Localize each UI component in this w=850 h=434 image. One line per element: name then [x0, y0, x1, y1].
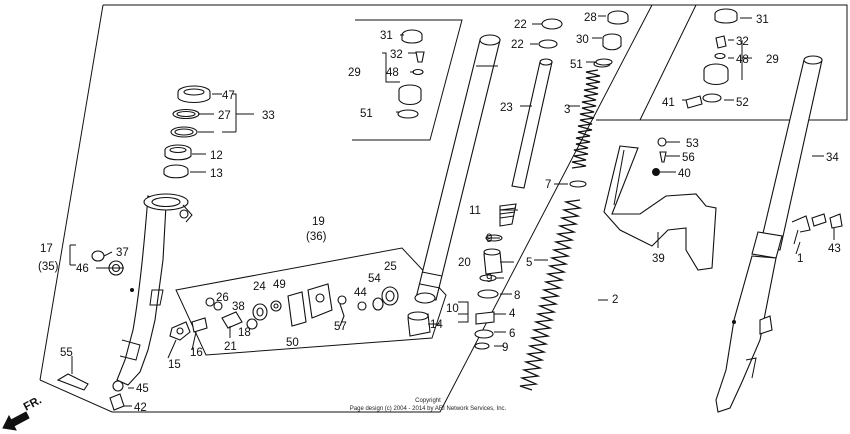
callout-18: 18 — [238, 327, 251, 339]
right-fork-tube — [715, 55, 823, 413]
callout-22-b: 22 — [511, 39, 524, 51]
callout-48-a: 48 — [386, 67, 399, 79]
right-top-panel-border — [596, 4, 848, 121]
callout-11: 11 — [469, 205, 481, 217]
callout-50: 50 — [286, 337, 299, 349]
callout-53: 53 — [686, 138, 699, 150]
callout-49: 49 — [273, 279, 286, 291]
right-top-panel-divider — [639, 4, 697, 121]
left-fork-slider — [116, 193, 193, 386]
callout-38: 38 — [232, 301, 245, 313]
left-seal-stack — [163, 85, 211, 179]
main-panel-border — [39, 4, 653, 413]
callout-22-a: 22 — [514, 19, 527, 31]
panel-outlines — [39, 4, 848, 413]
callout-20: 20 — [458, 257, 471, 269]
callout-52: 52 — [736, 97, 749, 109]
callout-1: 1 — [797, 253, 803, 265]
callout-30: 30 — [576, 34, 589, 46]
callout-24: 24 — [253, 281, 266, 293]
callout-14: 14 — [430, 319, 443, 331]
callout-41: 41 — [662, 97, 675, 109]
right-cap-parts — [595, 10, 629, 66]
callout-55: 55 — [60, 347, 73, 359]
callout-12: 12 — [210, 150, 223, 162]
callout-17: 17 — [40, 243, 53, 255]
callout-37: 37 — [116, 247, 129, 259]
callout-51-b: 51 — [570, 59, 583, 71]
callout-54: 54 — [368, 273, 381, 285]
callout-31-b: 31 — [756, 14, 769, 26]
callout-2: 2 — [612, 294, 618, 306]
callout-9-b: 9 — [486, 273, 492, 285]
valve-inset-border — [175, 247, 447, 356]
callout-9-c: 9 — [502, 342, 508, 354]
callout-3: 3 — [564, 104, 570, 116]
callout-44: 44 — [354, 287, 367, 299]
front-direction-label: FR. — [22, 394, 44, 413]
callout-19: 19 — [312, 216, 325, 228]
fork-cover — [603, 137, 717, 271]
callout-45: 45 — [136, 383, 149, 395]
callout-4: 4 — [509, 308, 516, 320]
callout-29-a: 29 — [348, 67, 361, 79]
callout-51-a: 51 — [360, 108, 373, 120]
callout-28: 28 — [584, 12, 597, 24]
copyright-line-1: Copyright — [415, 398, 441, 404]
callout-48-b: 48 — [736, 54, 749, 66]
callout-56: 56 — [682, 152, 695, 164]
callout-39: 39 — [652, 253, 665, 265]
callout-32-b: 32 — [736, 36, 749, 48]
valve-inset-parts — [205, 283, 399, 330]
callout-36: (36) — [306, 231, 327, 243]
leader-lines — [69, 15, 835, 407]
callout-10: 10 — [446, 303, 459, 315]
callout-35: (35) — [38, 261, 59, 273]
callout-5: 5 — [526, 257, 532, 269]
callout-26: 26 — [216, 292, 229, 304]
callout-27: 27 — [218, 110, 231, 122]
callout-7: 7 — [545, 179, 551, 191]
right-small-parts — [791, 213, 843, 245]
callout-57: 57 — [334, 321, 347, 333]
callout-32-a: 32 — [390, 49, 403, 61]
copyright-notice: Copyright Page design (c) 2004 - 2014 by… — [350, 398, 507, 412]
main-panel-left-edge — [39, 4, 104, 381]
callout-numbers: 1 2 3 4 5 6 7 8 9 9 9 10 11 12 13 14 15 … — [38, 12, 841, 414]
right-top-inset-parts — [685, 8, 738, 109]
callout-47: 47 — [222, 90, 235, 102]
callout-34: 34 — [826, 152, 839, 164]
left-small-parts — [56, 250, 208, 411]
callout-9-a: 9 — [486, 233, 492, 245]
callout-23: 23 — [500, 102, 513, 114]
callout-43: 43 — [828, 243, 841, 255]
callout-40: 40 — [678, 168, 691, 180]
callout-13: 13 — [210, 168, 223, 180]
callout-21: 21 — [224, 341, 237, 353]
callout-31-a: 31 — [380, 30, 393, 42]
callout-6: 6 — [509, 328, 515, 340]
callout-8: 8 — [514, 290, 520, 302]
center-top-inset-border — [352, 19, 463, 141]
center-top-cap-parts — [397, 29, 425, 119]
callout-29-b: 29 — [766, 54, 779, 66]
callout-33: 33 — [262, 110, 275, 122]
callout-42: 42 — [134, 402, 147, 414]
callout-15: 15 — [168, 359, 181, 371]
callout-46: 46 — [76, 263, 89, 275]
copyright-line-2: Page design (c) 2004 - 2014 by ARI Netwo… — [350, 406, 507, 412]
callout-25: 25 — [384, 261, 397, 273]
center-fork-tube — [407, 34, 501, 337]
front-direction-arrow: FR. — [2, 394, 44, 431]
callout-16: 16 — [190, 347, 203, 359]
